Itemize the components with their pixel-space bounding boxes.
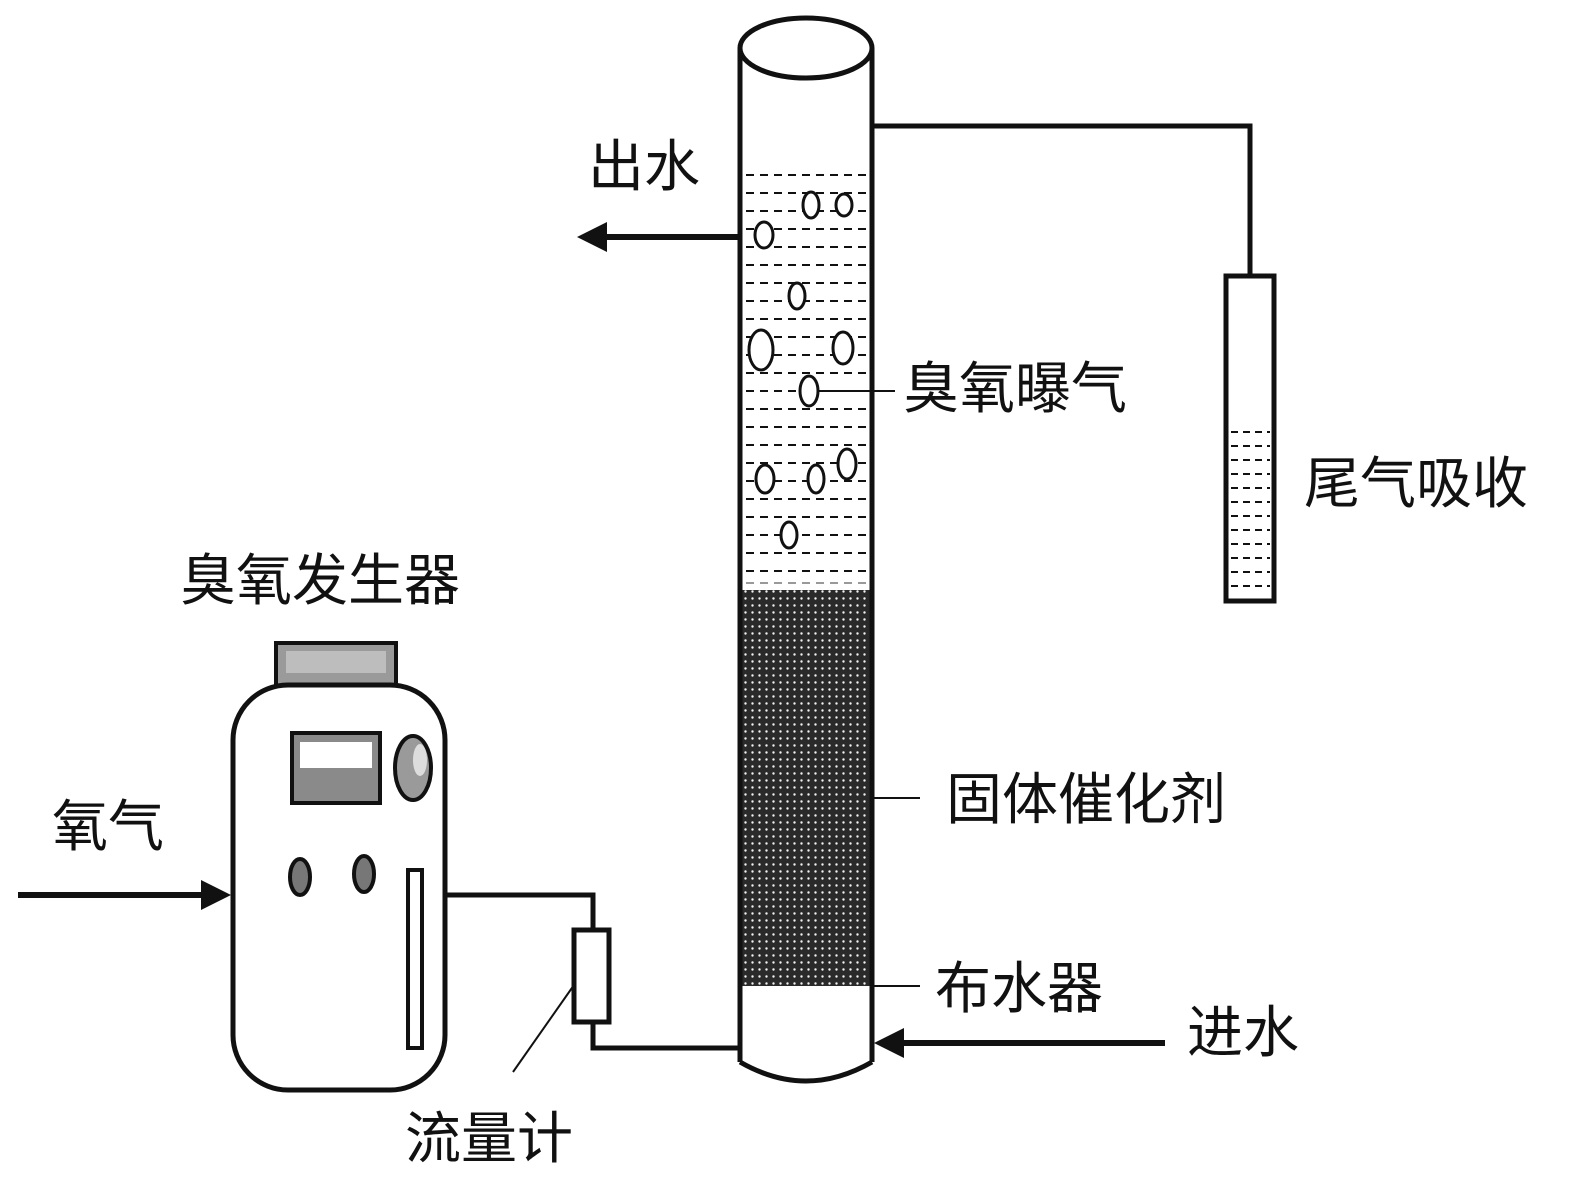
label-oxygen: 氧气 bbox=[52, 795, 164, 860]
bubble bbox=[806, 463, 826, 495]
bubble bbox=[801, 190, 821, 220]
bubble bbox=[787, 281, 807, 311]
bubble bbox=[834, 192, 854, 218]
generator-screen-inner bbox=[300, 742, 372, 768]
label-tail-gas-absorption: 尾气吸收 bbox=[1304, 452, 1528, 517]
bubble bbox=[779, 520, 799, 550]
label-inlet-water: 进水 bbox=[1187, 1001, 1299, 1066]
bubble bbox=[747, 328, 775, 372]
label-outlet-water: 出水 bbox=[588, 135, 700, 200]
bubble bbox=[754, 463, 776, 495]
bubble bbox=[836, 447, 858, 481]
tail-gas-pipe bbox=[872, 123, 1253, 520]
label-solid-catalyst: 固体催化剂 bbox=[946, 768, 1226, 833]
tail-gas-absorber bbox=[872, 123, 1277, 604]
label-water-distributor: 布水器 bbox=[935, 957, 1103, 1022]
absorption-liquid bbox=[1231, 431, 1270, 587]
catalyst-bed bbox=[742, 590, 870, 986]
gas-pipe-lower bbox=[590, 1022, 740, 1051]
label-ozone-aeration: 臭氧曝气 bbox=[903, 357, 1127, 422]
generator-lid-top bbox=[286, 651, 386, 673]
bubble bbox=[753, 220, 775, 250]
reactor-column bbox=[737, 15, 875, 1084]
ozone-generator bbox=[230, 641, 448, 1093]
gas-pipe-upper bbox=[445, 892, 596, 930]
leader-flowmeter bbox=[512, 984, 575, 1073]
absorption-tube bbox=[1223, 273, 1277, 604]
label-flowmeter: 流量计 bbox=[405, 1107, 573, 1172]
column-bottom bbox=[738, 1059, 874, 1084]
generator-body bbox=[230, 682, 448, 1093]
generator-knob-highlight bbox=[413, 744, 427, 776]
bubble bbox=[831, 330, 855, 366]
flowmeter bbox=[571, 927, 612, 1025]
bubble bbox=[798, 374, 820, 408]
generator-button-left bbox=[288, 857, 312, 897]
column-top-opening bbox=[737, 15, 875, 81]
ozone-bubbles bbox=[747, 190, 858, 550]
generator-slot bbox=[406, 868, 424, 1050]
generator-button-right bbox=[352, 854, 376, 894]
label-ozone-generator: 臭氧发生器 bbox=[180, 549, 460, 614]
